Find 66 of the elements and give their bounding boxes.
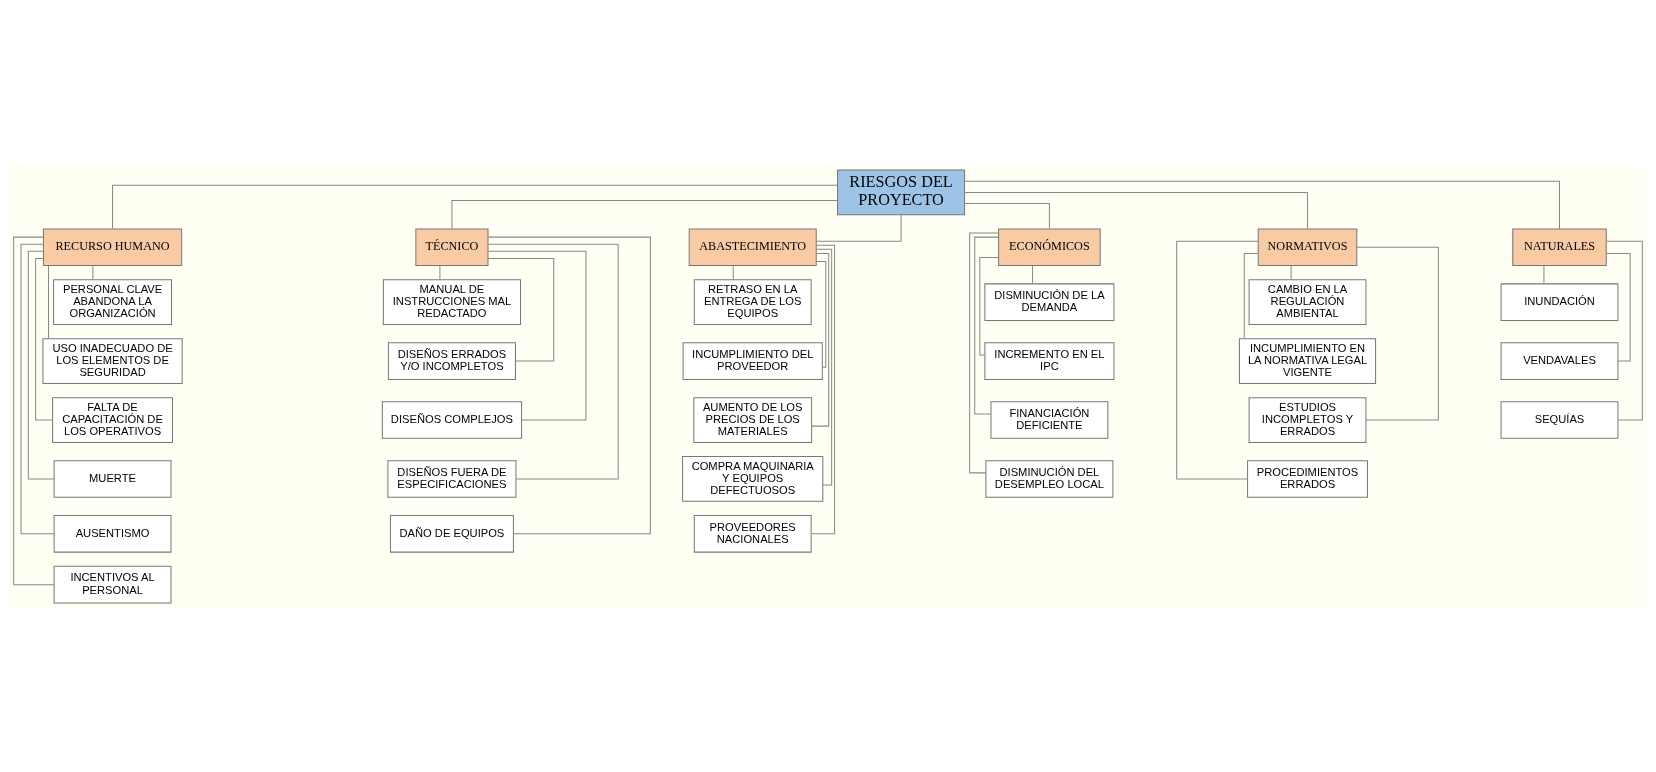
connector <box>487 236 651 534</box>
node-box: FINANCIACIÓN DEFICIENTE <box>990 400 1109 439</box>
connector <box>13 236 55 585</box>
connector <box>1543 264 1545 284</box>
connector <box>27 250 55 479</box>
node-box: PROCEDIMIENTOS ERRADOS <box>1247 459 1368 498</box>
connector <box>1606 252 1631 362</box>
node-box: ABASTECIMIENTO <box>688 228 817 266</box>
node-box: INUNDACIÓN <box>1500 282 1619 321</box>
node-box: RETRASO EN LA ENTREGA DE LOS EQUIPOS <box>693 278 812 325</box>
connector <box>1606 240 1643 421</box>
node-box: USO INADECUADO DE LOS ELEMENTOS DE SEGURIDAD <box>42 337 183 384</box>
connector <box>48 265 50 339</box>
node-box: DISMINUCIÓN DE LA DEMANDA <box>984 282 1115 321</box>
node-box: DAÑO DE EQUIPOS <box>389 514 514 553</box>
node-box: PERSONAL CLAVE ABANDONA LA ORGANIZACIÓN <box>53 278 172 325</box>
node-box: AUMENTO DE LOS PRECIOS DE LOS MATERIALES <box>693 396 813 443</box>
connector <box>732 264 734 280</box>
connector <box>439 264 441 280</box>
node-box: CAMBIO EN LA REGULACIÓN AMBIENTAL <box>1248 278 1367 325</box>
connector <box>979 256 999 355</box>
connector <box>451 199 838 229</box>
node-box: ESTUDIOS INCOMPLETOS Y ERRADOS <box>1248 396 1367 443</box>
node-box: DISEÑOS COMPLEJOS <box>381 400 523 439</box>
connector <box>92 264 94 280</box>
node-box: NATURALES <box>1512 228 1607 266</box>
connector <box>964 191 1308 229</box>
connector <box>487 243 619 479</box>
node-box: FALTA DE CAPACITACIÓN DE LOS OPERATIVOS <box>52 396 173 443</box>
node-box: MANUAL DE INSTRUCCIONES MAL REDACTADO <box>382 278 522 325</box>
connector <box>815 260 827 368</box>
connector <box>964 202 1050 229</box>
connector <box>964 180 1560 229</box>
node-box: INCUMPLIMIENTO DEL PROVEEDOR <box>682 341 823 380</box>
node-box: COMPRA MAQUINARIA Y EQUIPOS DEFECTUOSOS <box>682 455 824 502</box>
connector <box>815 248 833 486</box>
node-box: INCENTIVOS AL PERSONAL <box>53 565 172 603</box>
connector <box>1176 240 1259 479</box>
node-box: RECURSO HUMANO <box>42 228 183 266</box>
connector <box>1031 264 1033 284</box>
connector <box>487 250 587 421</box>
connector <box>112 184 839 229</box>
connector <box>810 244 836 534</box>
connector <box>35 257 53 421</box>
node-box: ECONÓMICOS <box>998 228 1101 266</box>
connector <box>974 236 999 414</box>
node-box: MUERTE <box>53 459 172 498</box>
node-box: NORMATIVOS <box>1257 228 1358 266</box>
node-box: AUSENTISMO <box>53 514 172 553</box>
node-box: SEQUÍAS <box>1500 400 1619 439</box>
node-box: DISEÑOS ERRADOS Y/O INCOMPLETOS <box>387 341 516 380</box>
node-box: INCUMPLIMIENTO EN LA NORMATIVA LEGAL VIGENTE <box>1238 337 1377 384</box>
node-box: DISEÑOS FUERA DE ESPECIFICACIONES <box>387 459 517 498</box>
node-box: VENDAVALES <box>1500 341 1619 380</box>
connector <box>487 257 555 362</box>
connector <box>1243 252 1259 339</box>
node-box: DISMINUCIÓN DEL DESEMPLEO LOCAL <box>985 459 1114 498</box>
node-box: RIESGOS DEL PROYECTO <box>837 169 966 215</box>
connector <box>1356 246 1439 421</box>
connector <box>1290 264 1292 280</box>
node-box: TÉCNICO <box>415 228 489 266</box>
node-box: PROVEEDORES NACIONALES <box>693 514 812 553</box>
node-box: INCREMENTO EN EL IPC <box>984 341 1115 380</box>
connector <box>20 243 55 534</box>
connector <box>815 213 902 242</box>
connector <box>811 252 830 427</box>
